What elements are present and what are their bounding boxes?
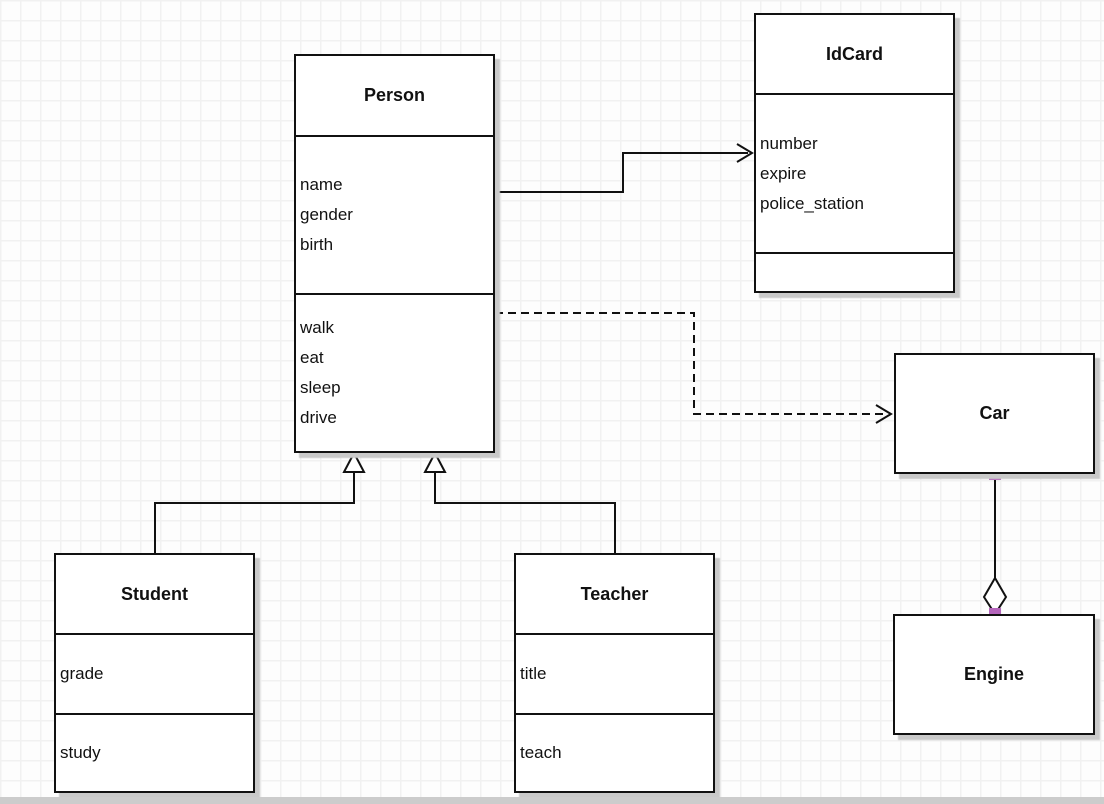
attributes-section: grade bbox=[56, 633, 253, 713]
class-method: walk bbox=[300, 318, 335, 337]
class-engine[interactable]: Engine bbox=[893, 614, 1095, 735]
generalization-connector-student-person[interactable] bbox=[154, 450, 366, 553]
class-title: Student bbox=[121, 583, 188, 604]
class-attribute: police_station bbox=[760, 193, 864, 213]
triangle-arrowhead-icon bbox=[342, 450, 366, 473]
class-title: Engine bbox=[963, 664, 1024, 684]
methods-section: study bbox=[56, 713, 253, 791]
generalization-connector-teacher-person[interactable] bbox=[423, 450, 616, 553]
canvas-bottom-edge bbox=[0, 797, 1104, 804]
attributes-section: name gender birth bbox=[296, 135, 493, 293]
methods-section-empty bbox=[756, 252, 953, 291]
class-title: Teacher bbox=[580, 583, 649, 604]
aggregation-connector-car-engine[interactable] bbox=[982, 468, 1008, 620]
class-title: Car bbox=[979, 403, 1010, 423]
class-attribute: gender bbox=[300, 205, 353, 224]
class-method: study bbox=[60, 743, 101, 762]
class-car[interactable]: Car bbox=[894, 353, 1095, 474]
class-attribute: grade bbox=[60, 664, 104, 683]
class-attribute: title bbox=[520, 664, 547, 683]
open-arrowhead-icon bbox=[736, 143, 754, 163]
class-title: Person bbox=[363, 85, 426, 105]
class-attribute: number bbox=[760, 133, 818, 153]
class-attribute: name bbox=[300, 175, 343, 194]
class-method: eat bbox=[300, 348, 324, 367]
class-method: teach bbox=[520, 743, 562, 762]
class-attribute: birth bbox=[300, 235, 334, 254]
class-method: drive bbox=[300, 408, 337, 427]
class-method: sleep bbox=[300, 378, 341, 397]
class-attribute: expire bbox=[760, 163, 807, 183]
class-student[interactable]: Student grade study bbox=[54, 553, 255, 793]
attributes-section: title bbox=[516, 633, 713, 713]
open-arrowhead-icon bbox=[875, 404, 893, 424]
class-idcard[interactable]: IdCard number expire police_station bbox=[754, 13, 955, 293]
class-teacher[interactable]: Teacher title teach bbox=[514, 553, 715, 793]
association-connector-person-idcard[interactable] bbox=[494, 143, 754, 193]
attributes-section: number expire police_station bbox=[756, 93, 953, 252]
dependency-connector-person-car[interactable] bbox=[495, 312, 893, 424]
class-title: IdCard bbox=[825, 43, 883, 64]
diamond-arrowhead-icon bbox=[982, 576, 1008, 616]
methods-section: teach bbox=[516, 713, 713, 791]
class-person[interactable]: Person name gender birth walk eat sleep … bbox=[294, 54, 495, 453]
triangle-arrowhead-icon bbox=[423, 450, 447, 473]
methods-section: walk eat sleep drive bbox=[296, 293, 493, 451]
